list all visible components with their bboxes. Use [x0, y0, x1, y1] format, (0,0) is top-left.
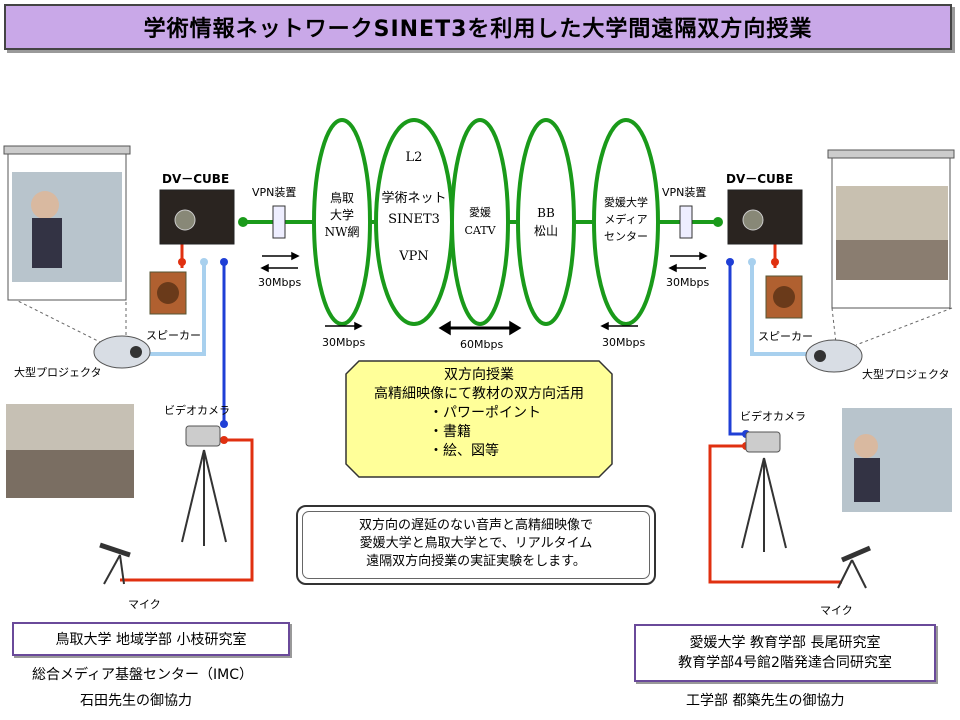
network-node-sinet3: L2 学術ネット SINET3 VPN: [376, 150, 452, 264]
network-node-catv: 愛媛 CATV: [456, 204, 504, 240]
left-speaker-label: スピーカー: [146, 329, 201, 342]
right-credit-room: 教育学部4号館2階発達合同研究室: [678, 655, 892, 671]
right-dvcube-shape: [727, 189, 803, 245]
note-line: 遠隔双方向授業の実証実験をします。: [366, 554, 586, 569]
network-node-line: L2: [405, 150, 423, 165]
features-box-shape: [345, 360, 613, 478]
left-cube-port: [238, 217, 248, 227]
left-projector-label: 大型プロジェクタ: [14, 366, 102, 379]
right-tripod: [741, 457, 787, 552]
note-line: 愛媛大学と鳥取大学とで、リアルタイム: [359, 536, 593, 551]
network-node-media-center: 愛媛大学 メディア センター: [594, 194, 658, 245]
left-mic-shape: [99, 542, 131, 585]
network-node-line: センター: [604, 230, 648, 243]
network-node-line: 愛媛: [469, 206, 491, 219]
speed-arrows: [260, 251, 708, 336]
right-vpn-device: [679, 205, 693, 239]
network-node-line: CATV: [464, 224, 496, 237]
right-projector-shape: [805, 339, 863, 373]
right-vpn-label: VPN装置: [662, 186, 707, 199]
features-item: ・書籍: [429, 424, 471, 440]
right-credit-line1: 工学部 都築先生の御協力: [686, 693, 845, 709]
right-dvcube-label: DV－CUBE: [726, 172, 794, 186]
network-speed-right: 30Mbps: [602, 336, 646, 349]
network-oval-bb: [516, 118, 576, 326]
left-credit-line2: 石田先生の御協力: [80, 693, 192, 709]
network-node-line: 学術ネット: [381, 191, 447, 206]
network-node-bb: BB 松山: [522, 204, 570, 240]
network-node-line: 愛媛大学: [604, 196, 648, 209]
left-vpn-device: [272, 205, 286, 239]
features-subheading: 高精細映像にて教材の双方向活用: [374, 386, 584, 402]
left-projector-cable: [148, 262, 206, 356]
left-screen-photo: [12, 172, 122, 282]
network-oval-catv: [450, 118, 510, 326]
left-projector-shape: [93, 335, 151, 369]
left-camera-label: ビデオカメラ: [164, 404, 230, 417]
features-heading: 双方向授業: [444, 367, 514, 383]
left-credit-line1: 総合メディア基盤センター（IMC）: [32, 667, 254, 683]
features-item: ・パワーポイント: [429, 405, 541, 421]
left-speed-label: 30Mbps: [258, 276, 302, 289]
features-box: 双方向授業 高精細映像にて教材の双方向活用 ・パワーポイント ・書籍 ・絵、図等: [345, 360, 613, 478]
network-oval-tottori: [312, 118, 372, 326]
network-speed-center: 60Mbps: [460, 338, 504, 351]
projector-beams: [7, 295, 953, 346]
right-camera-cable: [728, 262, 746, 436]
left-mic-cable: [120, 438, 254, 582]
right-projector-cable: [750, 262, 812, 356]
left-mic-label: マイク: [128, 598, 161, 611]
network-node-line: メディア: [604, 213, 648, 226]
right-mic-shape: [837, 545, 871, 589]
left-tripod: [181, 449, 227, 546]
note-line: 双方向の遅延のない音声と高精細映像で: [358, 518, 593, 533]
left-dvcube-shape: [159, 189, 235, 245]
right-camera-body: [745, 431, 781, 453]
left-credit-lab: 鳥取大学 地域学部 小枝研究室: [55, 632, 247, 648]
network-oval-media-center: [592, 118, 660, 326]
right-speed-label: 30Mbps: [666, 276, 710, 289]
page-title: 学術情報ネットワークSINET3を利用した大学間遠隔双方向授業: [143, 17, 813, 42]
left-camera-body: [185, 425, 221, 447]
right-credit-lab: 愛媛大学 教育学部 長尾研究室: [689, 635, 881, 651]
network-node-line: SINET3: [388, 212, 440, 227]
right-mic-label: マイク: [820, 604, 853, 617]
network-node-line: 鳥取: [329, 191, 354, 205]
network-node-line: VPN: [399, 249, 429, 264]
left-vpn-label: VPN装置: [252, 186, 297, 199]
title-bar: 学術情報ネットワークSINET3を利用した大学間遠隔双方向授業: [4, 4, 952, 50]
network-node-line: BB: [537, 206, 555, 220]
right-cube-port: [713, 217, 723, 227]
right-speaker-label: スピーカー: [758, 330, 813, 343]
network-speed-left: 30Mbps: [322, 336, 366, 349]
right-mic-cable: [708, 444, 842, 584]
right-projector-label: 大型プロジェクタ: [862, 368, 950, 381]
network-node-line: 松山: [533, 224, 558, 238]
left-dvcube-label: DV－CUBE: [162, 172, 230, 186]
right-credit-box: 愛媛大学 教育学部 長尾研究室 教育学部4号館2階発達合同研究室: [634, 624, 936, 682]
features-item: ・絵、図等: [429, 443, 499, 459]
left-credit-box: 鳥取大学 地域学部 小枝研究室: [12, 622, 290, 656]
note-box: 双方向の遅延のない音声と高精細映像で 愛媛大学と鳥取大学とで、リアルタイム 遠隔…: [296, 505, 656, 585]
network-node-tottori: 鳥取 大学 NW網: [318, 190, 366, 241]
network-node-line: NW網: [324, 225, 360, 239]
right-camera-label: ビデオカメラ: [740, 410, 806, 423]
network-node-line: 大学: [329, 208, 354, 222]
